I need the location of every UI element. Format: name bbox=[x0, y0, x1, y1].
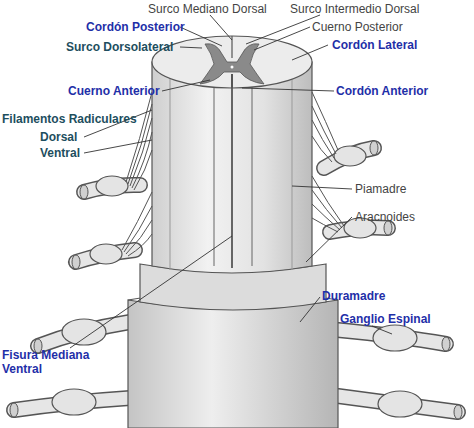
part-label: Ganglio Espinal bbox=[340, 312, 431, 326]
cross-section bbox=[152, 36, 312, 88]
leader-line bbox=[254, 27, 310, 50]
nerve-end bbox=[442, 337, 450, 351]
leader-line bbox=[242, 88, 334, 91]
rootlet bbox=[312, 106, 336, 154]
ganglion bbox=[378, 391, 422, 417]
leader-line bbox=[180, 27, 222, 46]
surface-line bbox=[170, 78, 171, 270]
leader-lines bbox=[70, 15, 392, 348]
part-label: Ventral bbox=[40, 146, 80, 160]
part-label: Duramadre bbox=[322, 289, 385, 303]
nerve-end bbox=[454, 405, 462, 419]
ganglion bbox=[52, 389, 96, 415]
leader-line bbox=[210, 15, 232, 40]
central-canal bbox=[231, 66, 234, 69]
ganglion bbox=[96, 176, 128, 196]
part-label: Surco Dorsolateral bbox=[66, 40, 173, 54]
rootlet bbox=[134, 150, 152, 190]
ganglion bbox=[373, 325, 417, 351]
rootlet bbox=[312, 176, 344, 226]
leader-line bbox=[372, 326, 392, 334]
ventral-fissure-top bbox=[231, 74, 233, 88]
leader-line bbox=[300, 297, 320, 322]
leader-line bbox=[180, 47, 202, 48]
rootlet bbox=[312, 218, 338, 232]
part-label: Surco Mediano Dorsal bbox=[148, 2, 267, 16]
nerve-end bbox=[370, 141, 378, 155]
leader-line bbox=[246, 15, 320, 44]
part-label: Aracnoides bbox=[355, 210, 415, 224]
leader-line bbox=[292, 45, 328, 60]
part-label: Cuerno Posterior bbox=[312, 20, 403, 34]
nerve-end bbox=[80, 185, 88, 199]
rootlet bbox=[126, 220, 152, 254]
leader-line bbox=[70, 236, 232, 348]
nerve-end bbox=[10, 403, 18, 417]
rootlets bbox=[122, 92, 344, 256]
rootlet bbox=[312, 92, 338, 150]
leader-line bbox=[162, 80, 210, 91]
ganglion bbox=[334, 146, 366, 166]
leader-line bbox=[84, 140, 152, 153]
part-label: Cordón Anterior bbox=[336, 84, 428, 98]
ganglion bbox=[62, 319, 106, 345]
part-label: Cordón Posterior bbox=[86, 20, 185, 34]
spinal-cord bbox=[152, 62, 312, 273]
part-label: Dorsal bbox=[40, 130, 77, 144]
ganglion bbox=[90, 244, 122, 264]
surface-line bbox=[292, 78, 293, 270]
part-label: Piamadre bbox=[355, 182, 406, 196]
leader-line bbox=[306, 217, 352, 262]
part-label: Fisura Mediana Ventral bbox=[2, 348, 98, 376]
cord-surface-lines bbox=[170, 78, 292, 270]
leader-line bbox=[292, 186, 352, 189]
ventrolateral-line bbox=[252, 86, 253, 266]
part-label: Cordón Lateral bbox=[332, 38, 417, 52]
rootlet bbox=[130, 118, 152, 186]
rootlet bbox=[312, 136, 332, 162]
rootlet bbox=[126, 92, 152, 182]
rootlet bbox=[128, 234, 152, 256]
ventrolateral-line bbox=[214, 86, 215, 266]
ventral-fissure bbox=[231, 88, 233, 268]
nerve-end bbox=[72, 255, 80, 269]
part-label: Surco Intermedio Dorsal bbox=[290, 2, 419, 16]
dura-mater bbox=[128, 300, 338, 428]
part-label: Filamentos Radiculares bbox=[2, 112, 137, 126]
part-label: Cuerno Anterior bbox=[68, 84, 160, 98]
rootlet bbox=[124, 206, 152, 252]
